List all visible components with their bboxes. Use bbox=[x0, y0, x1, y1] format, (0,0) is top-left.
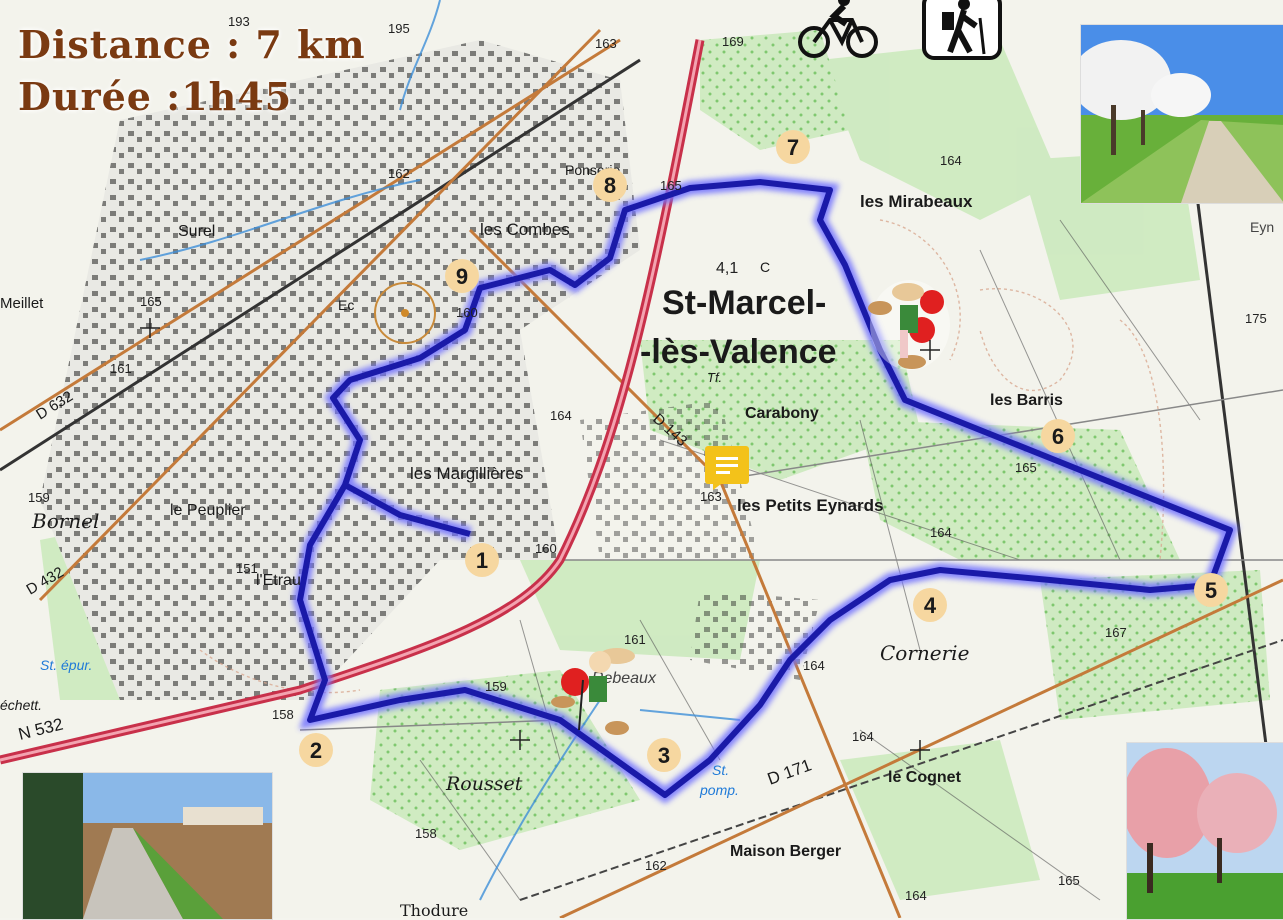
photo-orchard-pink-blossom bbox=[1126, 742, 1283, 920]
waypoint-3[interactable] bbox=[647, 738, 681, 772]
waypoint-2[interactable] bbox=[299, 733, 333, 767]
photo-orchard-white-blossom bbox=[1080, 24, 1283, 204]
waypoint-5[interactable] bbox=[1194, 573, 1228, 607]
elev-161a: 161 bbox=[110, 361, 132, 376]
waypoint-label-7: 7 bbox=[787, 135, 799, 160]
elev-160a: 160 bbox=[456, 305, 478, 320]
elev-169: 169 bbox=[722, 34, 744, 49]
label-petits-eynards: les Petits Eynards bbox=[737, 496, 883, 515]
bicycle-icon bbox=[796, 0, 880, 62]
elev-158b: 158 bbox=[415, 826, 437, 841]
elev-159b: 159 bbox=[485, 679, 507, 694]
label-thodure: Thodure bbox=[400, 901, 468, 918]
label-st-pomp-1: St. bbox=[712, 762, 729, 778]
elev-4-1: 4,1 bbox=[716, 260, 738, 277]
waypoint-label-2: 2 bbox=[310, 738, 322, 763]
distance-label: Distance : 7 km bbox=[18, 22, 366, 67]
hiking-route bbox=[292, 174, 1239, 804]
elev-165c: 165 bbox=[1015, 460, 1037, 475]
label-mirabeaux: les Mirabeaux bbox=[860, 192, 973, 211]
waypoint-label-1: 1 bbox=[476, 548, 488, 573]
contour-lines bbox=[199, 219, 1165, 694]
elev-165d: 165 bbox=[1058, 873, 1080, 888]
elev-165b: 165 bbox=[140, 294, 162, 309]
waypoint-label-3: 3 bbox=[658, 743, 670, 768]
waypoint-label-9: 9 bbox=[456, 264, 468, 289]
label-eyn: Eyn bbox=[1250, 219, 1274, 235]
label-meillet: Meillet bbox=[0, 295, 44, 312]
elev-195: 195 bbox=[388, 21, 410, 36]
waypoint-label-4: 4 bbox=[924, 593, 937, 618]
secondary-roads bbox=[0, 28, 1283, 918]
elev-162b: 162 bbox=[645, 858, 667, 873]
label-c: C bbox=[760, 259, 770, 275]
elev-164a: 164 bbox=[940, 153, 962, 168]
label-barris: les Barris bbox=[990, 392, 1063, 409]
hiker-icon bbox=[920, 0, 1004, 62]
elev-164c: 164 bbox=[930, 525, 952, 540]
duration-label: Durée :1h45 bbox=[18, 74, 293, 119]
town-name-line2: -lès-Valence bbox=[640, 333, 837, 371]
rivers bbox=[139, 0, 741, 901]
waypoint-9[interactable] bbox=[445, 259, 479, 293]
vegetation-dots bbox=[370, 30, 1270, 850]
label-combes: les Combes bbox=[480, 220, 570, 239]
waypoint-label-5: 5 bbox=[1205, 578, 1217, 603]
waypoint-7[interactable] bbox=[776, 130, 810, 164]
waypoint-6[interactable] bbox=[1041, 419, 1075, 453]
label-surel: Surel bbox=[178, 223, 215, 240]
label-margillieres: les Margillières bbox=[410, 464, 523, 483]
elev-163b: 163 bbox=[700, 489, 722, 504]
photo-country-path bbox=[22, 772, 273, 920]
elev-164d: 164 bbox=[803, 658, 825, 673]
label-st-epur: St. épur. bbox=[40, 657, 92, 673]
elev-193: 193 bbox=[228, 14, 250, 29]
elev-175: 175 bbox=[1245, 311, 1267, 326]
label-peuplier: le Peuplier bbox=[170, 502, 246, 519]
waypoint-8[interactable] bbox=[593, 168, 627, 202]
church-circle bbox=[374, 282, 436, 344]
label-carabony: Carabony bbox=[745, 405, 819, 422]
label-rousset: Rousset bbox=[445, 773, 523, 795]
hiker-mascot-icon bbox=[551, 648, 635, 735]
comment-note-icon[interactable] bbox=[705, 446, 749, 490]
elevation-labels: 193 195 163 169 164 162 165 165 161 160 … bbox=[28, 14, 1267, 903]
label-cognet: le Cognet bbox=[888, 769, 962, 786]
urban-areas bbox=[40, 40, 820, 700]
waypoint-label-6: 6 bbox=[1052, 424, 1064, 449]
label-echett: échett. bbox=[0, 697, 42, 713]
elev-164e: 164 bbox=[852, 729, 874, 744]
label-tf: Tf. bbox=[707, 370, 722, 385]
place-labels: St-Marcel- -lès-Valence les Mirabeaux le… bbox=[0, 162, 1274, 918]
waypoint-label-8: 8 bbox=[604, 173, 616, 198]
label-ec: Ec bbox=[338, 297, 354, 313]
elev-160b: 160 bbox=[535, 541, 557, 556]
label-maison-berger: Maison Berger bbox=[730, 843, 841, 860]
waypoint-4[interactable] bbox=[913, 588, 947, 622]
label-cornerie: Cornerie bbox=[880, 641, 969, 665]
waypoint-markers: 1 2 3 4 5 6 7 8 9 bbox=[299, 130, 1228, 772]
elev-167: 167 bbox=[1105, 625, 1127, 640]
hiker-mascot-icon bbox=[868, 280, 950, 370]
town-name-line1: St-Marcel- bbox=[662, 284, 826, 322]
elev-164f: 164 bbox=[905, 888, 927, 903]
elev-161b: 161 bbox=[624, 632, 646, 647]
elev-164b: 164 bbox=[550, 408, 572, 423]
elev-162: 162 bbox=[388, 166, 410, 181]
label-etrau: l'Etrau bbox=[256, 572, 301, 589]
waypoint-1[interactable] bbox=[465, 543, 499, 577]
cross-markers bbox=[140, 318, 940, 760]
label-bornel: Bornel bbox=[31, 509, 99, 533]
elev-163a: 163 bbox=[595, 36, 617, 51]
elev-165a: 165 bbox=[660, 178, 682, 193]
elev-159a: 159 bbox=[28, 490, 50, 505]
elev-151: 151 bbox=[236, 561, 258, 576]
elev-158a: 158 bbox=[272, 707, 294, 722]
label-st-pomp-2: pomp. bbox=[699, 782, 739, 798]
